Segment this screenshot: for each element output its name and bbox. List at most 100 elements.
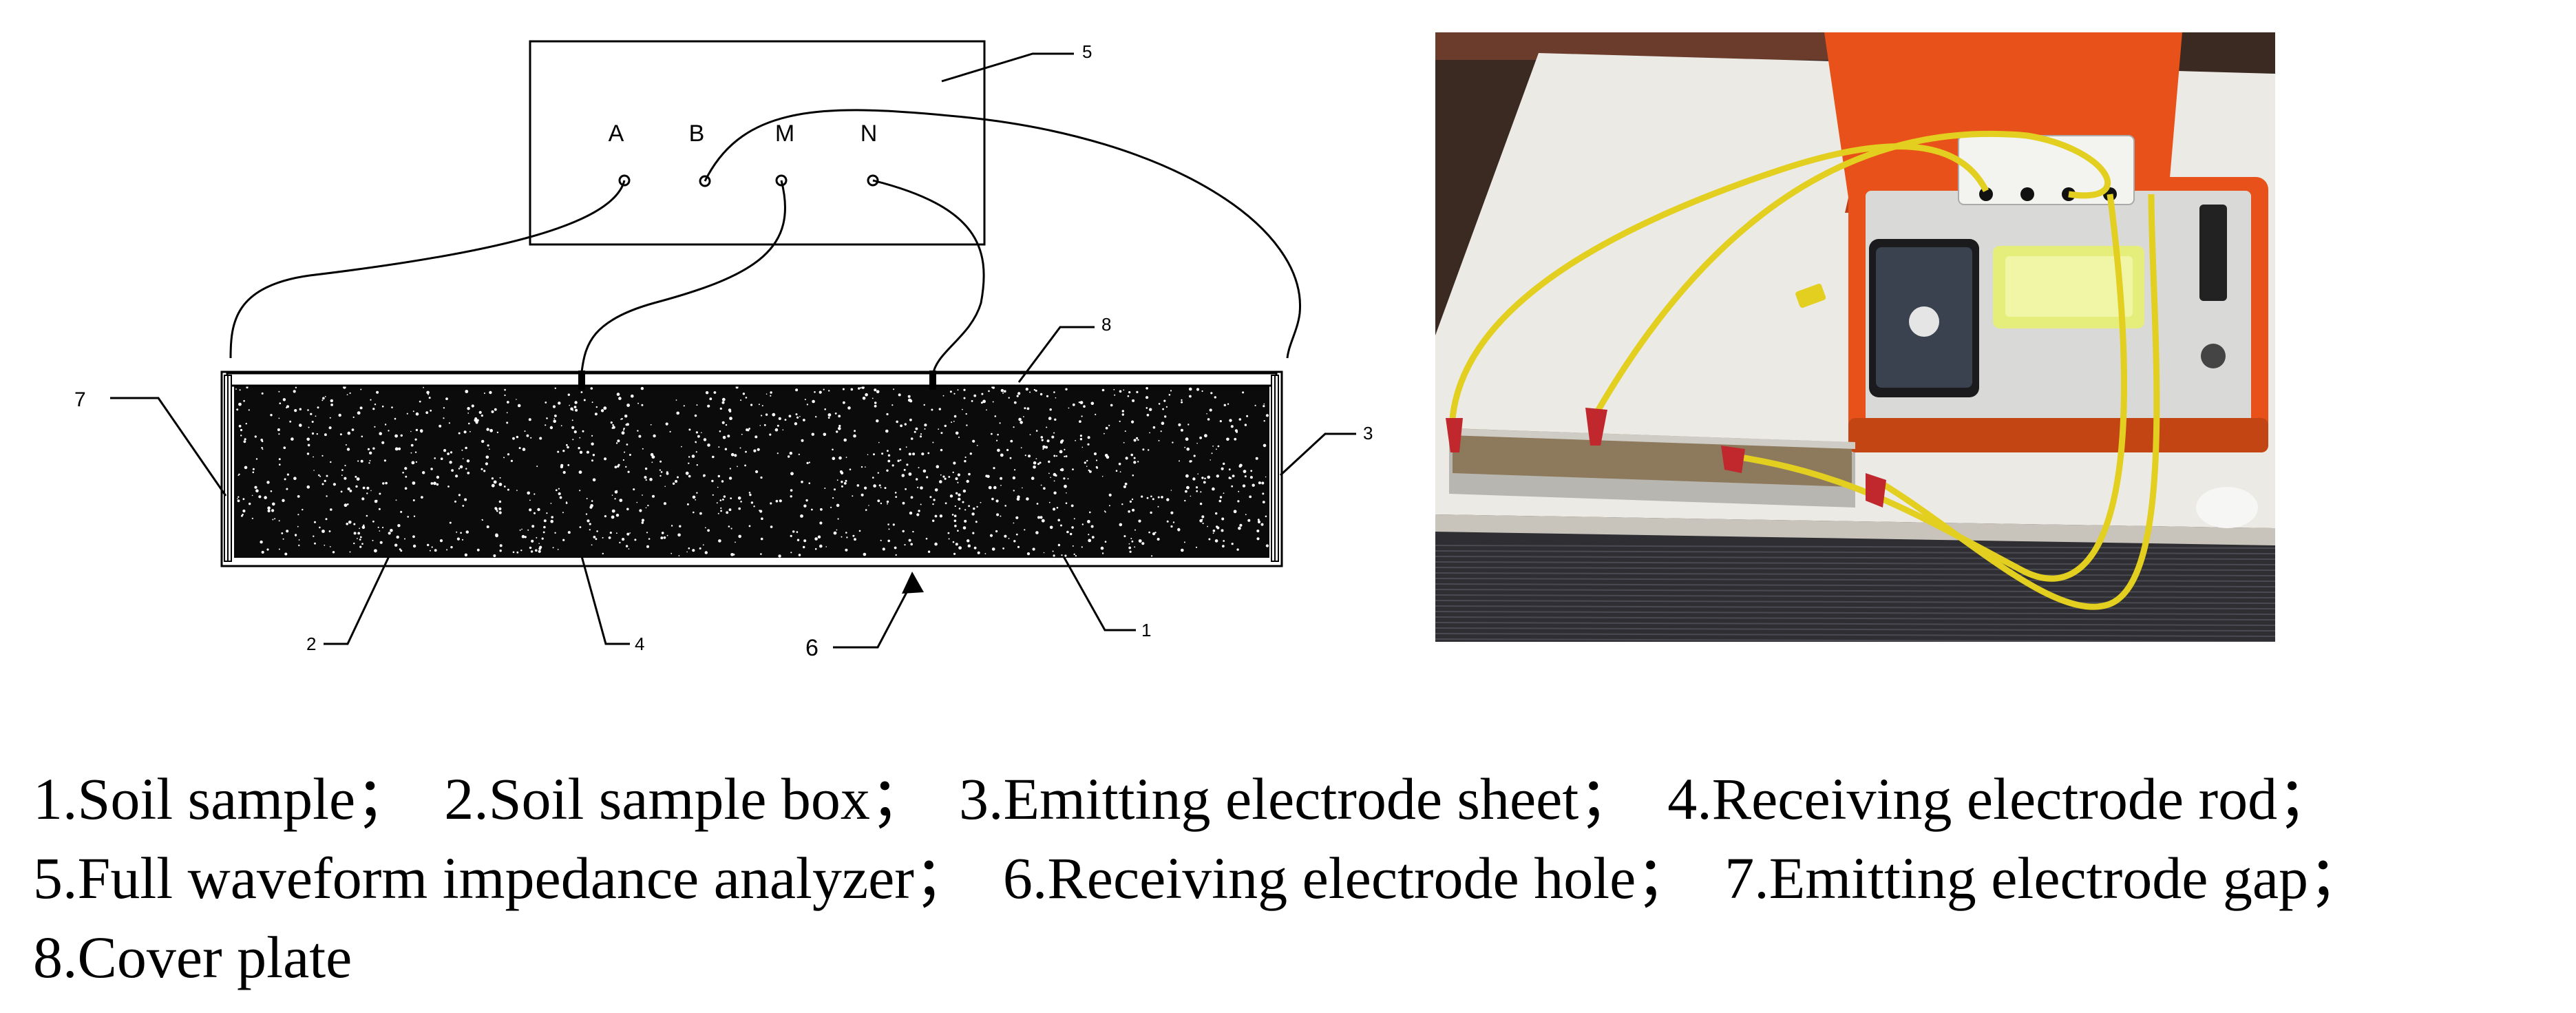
soil-grain (291, 437, 294, 441)
soil-grain (585, 513, 588, 515)
soil-grain (541, 537, 544, 540)
soil-grain (940, 474, 942, 476)
soil-grain (486, 428, 489, 431)
soil-grain (461, 449, 463, 451)
soil-grain (238, 424, 242, 428)
carpet-texture-line (1435, 545, 2275, 549)
soil-grain (1190, 460, 1192, 462)
soil-grain (1222, 545, 1225, 547)
caption-item-4: 4.Receiving electrode rod； (1667, 766, 2337, 832)
soil-grain (252, 468, 255, 470)
soil-grain (1196, 388, 1200, 391)
soil-grain (885, 429, 889, 433)
soil-grain (1072, 468, 1074, 470)
soil-grain (652, 494, 655, 498)
soil-grain (933, 499, 936, 501)
soil-grain (1061, 554, 1063, 556)
soil-grain (770, 502, 772, 505)
soil-grain (1149, 432, 1150, 434)
soil-grain (878, 484, 881, 487)
soil-grain (617, 439, 620, 443)
soil-grain (703, 438, 707, 441)
soil-grain (615, 514, 620, 517)
soil-grain (966, 479, 969, 483)
carpet-texture-line (1435, 556, 2275, 560)
soil-grain (1141, 542, 1145, 545)
soil-grain (1070, 532, 1073, 536)
soil-grain (379, 432, 382, 435)
soil-grain (270, 490, 273, 492)
soil-grain (476, 419, 479, 422)
soil-grain (696, 492, 698, 494)
soil-grain (763, 424, 766, 426)
soil-grain (819, 544, 823, 548)
soil-grain (900, 459, 902, 461)
soil-grain (934, 514, 938, 518)
red-clip-2 (1585, 408, 1607, 446)
soil-grain (744, 464, 746, 467)
soil-grain (1204, 477, 1206, 480)
soil-grain (803, 419, 805, 421)
soil-grain (286, 406, 288, 409)
soil-grain (920, 486, 923, 490)
soil-grain (1249, 476, 1253, 479)
soil-grain (884, 487, 887, 490)
soil-grain (355, 475, 357, 478)
soil-grain (1033, 388, 1036, 391)
soil-grain (412, 544, 416, 548)
soil-grain (504, 394, 506, 397)
soil-grain (1078, 401, 1081, 404)
soil-grain (594, 412, 598, 416)
soil-grain (699, 512, 702, 515)
soil-grain (1238, 418, 1242, 421)
soil-grain (1146, 396, 1149, 399)
soil-grain (383, 459, 387, 462)
soil-grain (430, 468, 433, 470)
soil-grain (663, 502, 667, 505)
soil-grain (261, 392, 264, 395)
soil-grain (923, 404, 925, 406)
apparatus-photo (1435, 32, 2275, 642)
soil-grain (330, 404, 333, 406)
soil-grain (545, 401, 547, 404)
soil-grain (415, 428, 419, 432)
soil-grain (404, 487, 408, 490)
soil-grain (1186, 485, 1190, 490)
soil-grain (591, 435, 593, 437)
leader-7 (110, 397, 227, 497)
soil-grain (949, 494, 953, 498)
soil-grain (1201, 515, 1205, 519)
soil-grain (493, 554, 496, 557)
soil-grain (295, 534, 297, 536)
carpet-texture-line (1435, 627, 2275, 631)
soil-grain (728, 477, 732, 480)
soil-grain (747, 429, 750, 432)
soil-grain (626, 508, 629, 511)
soil-grain (795, 388, 799, 392)
soil-grain (647, 504, 649, 507)
soil-grain (922, 469, 927, 473)
soil-grain (694, 414, 697, 417)
soil-grain (272, 502, 275, 506)
soil-grain (833, 531, 837, 535)
soil-grain (872, 477, 874, 479)
soil-grain (590, 387, 593, 390)
soil-grain (308, 426, 310, 428)
soil-grain (603, 406, 607, 410)
soil-grain (504, 388, 506, 391)
soil-grain (400, 550, 403, 552)
soil-grain (659, 460, 662, 463)
soil-grain (1132, 508, 1135, 512)
soil-grain (939, 514, 943, 518)
soil-grain (972, 532, 975, 534)
soil-grain (880, 502, 883, 505)
soil-grain (458, 494, 461, 497)
soil-grain (398, 447, 401, 450)
soil-grain (1131, 420, 1134, 424)
soil-grain (872, 397, 874, 399)
soil-grain (567, 446, 569, 449)
soil-grain (1133, 461, 1137, 464)
soil-grain (819, 390, 822, 394)
soil-grain (897, 459, 900, 462)
soil-grain (1042, 445, 1046, 449)
